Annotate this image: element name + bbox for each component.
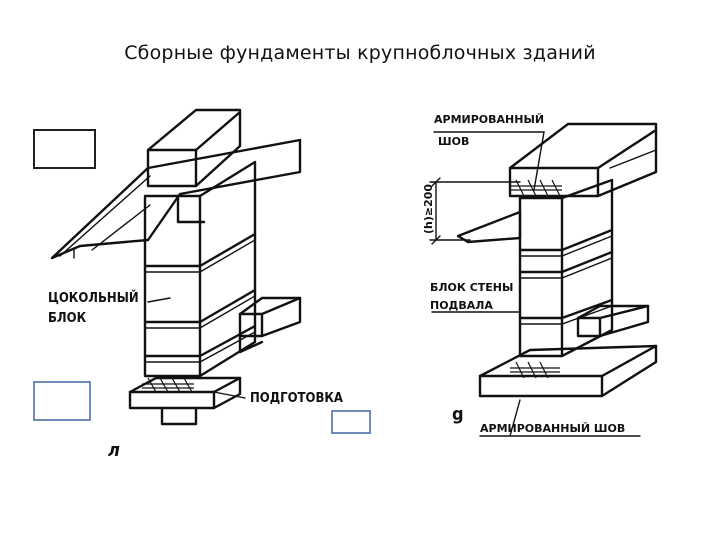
reinforced-seam-top-label-2: ШОВ bbox=[438, 135, 469, 148]
figure-b-basement-foundation bbox=[429, 122, 658, 437]
top-wall-block bbox=[146, 108, 242, 188]
floor-slab-left bbox=[50, 138, 302, 260]
seam-top-leader bbox=[433, 131, 545, 191]
basement-block-label-1: БЛОК СТЕНЫ bbox=[430, 281, 513, 294]
empty-box-top-left bbox=[33, 129, 96, 169]
height-dimension bbox=[429, 177, 521, 245]
basement-block-label-2: ПОДВАЛА bbox=[430, 299, 493, 312]
plinth-block-label-1: ЦОКОЛЬНЫЙ bbox=[48, 290, 139, 306]
footing-pad-right bbox=[478, 344, 658, 398]
figure-a-caption: л bbox=[108, 440, 120, 461]
plinth-block-label-2: БЛОК bbox=[48, 311, 87, 326]
side-block-right bbox=[576, 304, 650, 338]
basement-wall-column bbox=[518, 178, 614, 358]
plinth-block-column bbox=[143, 160, 257, 378]
empty-box-bottom-left bbox=[33, 381, 91, 421]
reinforcement-mesh-bottom-right bbox=[510, 361, 560, 379]
empty-box-bottom-center bbox=[331, 410, 371, 434]
height-dimension-label: (h)≥200 bbox=[422, 184, 435, 234]
slide-title: Сборные фундаменты крупноблочных зданий bbox=[124, 42, 596, 64]
preparation-leader bbox=[213, 391, 246, 399]
figure-b-caption: g bbox=[452, 404, 464, 425]
plinth-block-leader bbox=[147, 297, 171, 303]
floor-slab-right bbox=[508, 122, 658, 198]
preparation-label: ПОДГОТОВКА bbox=[250, 391, 343, 406]
left-ledge-right bbox=[456, 210, 522, 244]
figure-a-plinth-foundation bbox=[50, 108, 302, 426]
reinforcement-mesh-top-right bbox=[510, 179, 562, 197]
side-plinth-block bbox=[238, 296, 302, 354]
reinforced-seam-bottom-label: АРМИРОВАННЫЙ ШОВ bbox=[480, 422, 625, 435]
footing-pad-left bbox=[128, 376, 242, 426]
seam-bottom-leader bbox=[479, 399, 641, 437]
reinforcement-mesh-left bbox=[142, 377, 194, 393]
reinforced-seam-top-label-1: АРМИРОВАННЫЙ bbox=[434, 113, 544, 126]
